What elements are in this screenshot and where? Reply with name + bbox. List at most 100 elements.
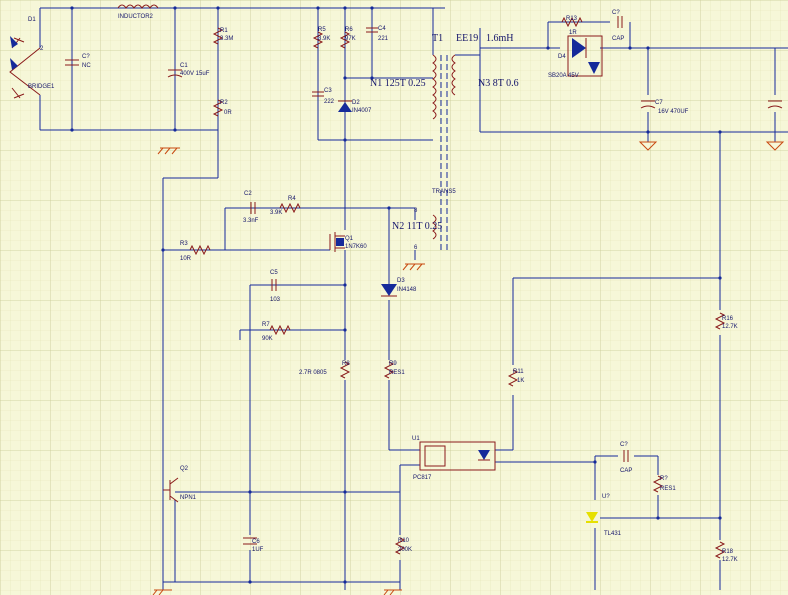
c2-ref: C2: [244, 191, 252, 197]
transformer-t1[interactable]: T1 EE19 1.6mH N1 125T 0.25 N3 8T 0.6 N2 …: [370, 33, 519, 251]
c9-value: CAP: [612, 36, 624, 42]
capacitor-c3[interactable]: C3 222: [312, 88, 335, 105]
optocoupler-u1[interactable]: U1 PC817: [412, 436, 496, 481]
trans-pin6: 6: [414, 245, 418, 251]
inductor-l1[interactable]: INDUCTOR2: [117, 4, 159, 20]
schottky-diode-d4[interactable]: D4 SB20A 45V: [548, 35, 603, 79]
r9-ref: R9: [389, 361, 397, 367]
junction-dots: [70, 6, 722, 584]
capacitor-c7[interactable]: C7 16V 470UF: [640, 100, 689, 115]
resistor-r6[interactable]: R6 97K: [339, 27, 356, 49]
r11-ref: R11: [513, 369, 524, 375]
d1-ref: D1: [28, 17, 36, 23]
r13-ref: R13: [566, 16, 578, 22]
resistor-r3[interactable]: R3 10R: [180, 241, 211, 262]
r8-value: 2.7R 0805: [299, 370, 327, 376]
wires-bottom: [163, 455, 720, 590]
resistor-r7[interactable]: R7 90K: [262, 322, 291, 342]
resistor-r12[interactable]: R? RES1: [652, 475, 676, 493]
t1-ref: T1: [432, 33, 443, 44]
d3-ref: D3: [397, 278, 405, 284]
resistor-r9[interactable]: R9 RES1: [383, 361, 405, 379]
q2-value: NPN1: [180, 495, 197, 501]
r2-ref: R2: [220, 100, 228, 106]
r10-value: 200K: [398, 547, 412, 553]
n1-label: N1 125T 0.25: [370, 78, 426, 89]
r5-ref: R5: [318, 27, 326, 33]
r1-ref: R1: [220, 28, 228, 34]
resistor-r1[interactable]: R1 3.3M: [212, 27, 233, 45]
c7-ref: C7: [655, 100, 663, 106]
r7-value: 90K: [262, 336, 273, 342]
shunt-regulator-u2[interactable]: U? TL431: [586, 494, 622, 537]
trans-pin8: 8: [414, 208, 418, 214]
c8-value: NC: [82, 63, 91, 69]
r4-value: 3.9K: [270, 210, 282, 216]
q1-value: 1N7K60: [345, 244, 367, 250]
c5-ref: C5: [270, 270, 278, 276]
r6-ref: R6: [345, 27, 353, 33]
diode-d2[interactable]: D2 IN4007: [338, 100, 372, 114]
transistor-q2[interactable]: Q2 NPN1: [163, 466, 197, 503]
r18-value: 12.7K: [722, 557, 738, 563]
n3-label: N3 8T 0.6: [478, 78, 519, 89]
resistor-r13[interactable]: R13 1R: [561, 16, 583, 36]
r2-value: 0R: [224, 110, 232, 116]
capacitor-c1[interactable]: C1 400V 15uF: [167, 63, 210, 78]
resistor-r4[interactable]: R4 3.9K: [270, 196, 301, 216]
d4-ref: D4: [558, 54, 566, 60]
resistor-r16[interactable]: R16 12.7K: [714, 312, 738, 330]
r18-ref: R18: [722, 549, 734, 555]
u1-ref: U1: [412, 436, 420, 442]
l1-value: INDUCTOR2: [118, 14, 154, 20]
capacitor-c2[interactable]: C2 3.3nF: [243, 191, 259, 224]
c1-ref: C1: [180, 63, 188, 69]
r16-value: 12.7K: [722, 324, 738, 330]
diode-d3[interactable]: D3 IN4148: [381, 278, 417, 297]
resistor-r11[interactable]: R11 1K: [507, 369, 524, 387]
capacitor-c8[interactable]: C? NC: [65, 54, 91, 69]
d2-value: IN4007: [352, 108, 372, 114]
d4-value: SB20A 45V: [548, 73, 579, 79]
r5-value: 3.9K: [318, 36, 330, 42]
capacitor-c5[interactable]: C5 103: [270, 270, 281, 303]
c7-value: 16V 470UF: [658, 109, 689, 115]
capacitor-c6[interactable]: C6 1UF: [243, 537, 264, 553]
d3-value: IN4148: [397, 287, 417, 293]
d1-pin: 2: [40, 46, 44, 52]
c4-value: 221: [378, 36, 389, 42]
mosfet-q1[interactable]: Q1 1N7K60: [329, 232, 367, 252]
capacitor-c4[interactable]: C4 221: [366, 26, 389, 42]
c10-ref: C?: [620, 442, 628, 448]
c5-value: 103: [270, 297, 281, 303]
r9-value: RES1: [389, 370, 405, 376]
c8-ref: C?: [82, 54, 90, 60]
capacitor-c9[interactable]: C? CAP: [612, 10, 624, 42]
capacitor-c10[interactable]: C? CAP: [620, 442, 632, 474]
c2-value: 3.3nF: [243, 218, 259, 224]
r1-value: 3.3M: [220, 36, 233, 42]
t1-inductance: 1.6mH: [486, 33, 514, 44]
c4-ref: C4: [378, 26, 386, 32]
q1-ref: Q1: [345, 236, 354, 242]
u1-value: PC817: [413, 475, 432, 481]
u2-value: TL431: [604, 531, 622, 537]
trans-value: TRANS5: [432, 189, 456, 195]
r12-value: RES1: [660, 486, 676, 492]
c3-ref: C3: [324, 88, 332, 94]
r10-ref: R10: [398, 538, 410, 544]
capacitor-c11[interactable]: [767, 100, 783, 109]
resistor-r8[interactable]: R8 2.7R 0805: [299, 361, 350, 379]
c1-value: 400V 15uF: [180, 71, 210, 77]
r3-value: 10R: [180, 256, 192, 262]
r4-ref: R4: [288, 196, 296, 202]
bridge-rectifier-d1[interactable]: D1 2 BRIDGE1: [9, 17, 55, 99]
r11-value: 1K: [517, 378, 524, 384]
resistor-r18[interactable]: R18 12.7K: [714, 541, 738, 563]
r6-value: 97K: [345, 36, 356, 42]
resistor-r5[interactable]: R5 3.9K: [312, 27, 330, 49]
resistor-r10[interactable]: R10 200K: [394, 537, 412, 555]
resistor-r2[interactable]: R2 0R: [212, 99, 232, 117]
